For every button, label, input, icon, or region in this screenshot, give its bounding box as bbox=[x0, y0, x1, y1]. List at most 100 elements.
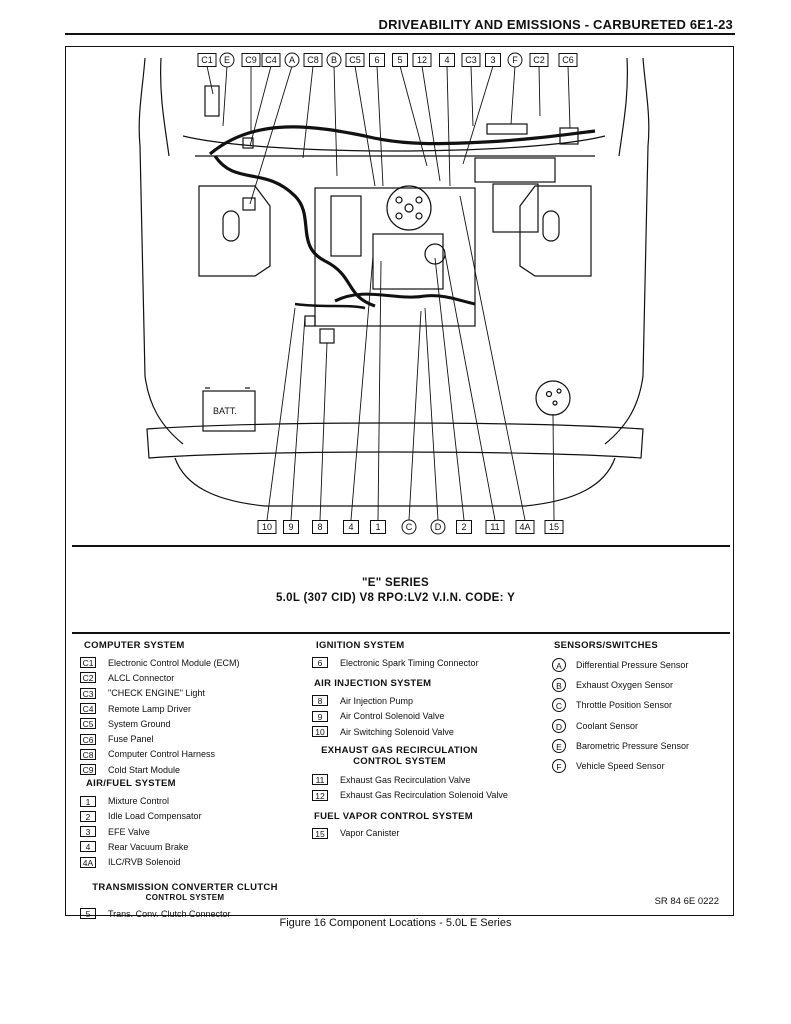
figure-frame bbox=[65, 46, 734, 916]
legend-code: C6 bbox=[80, 733, 96, 745]
legend-text: Exhaust Gas Recirculation Solenoid Valve bbox=[340, 790, 508, 801]
legend-text: EFE Valve bbox=[108, 826, 150, 837]
top-callout-box bbox=[326, 52, 342, 68]
air-injection-heading: AIR INJECTION SYSTEM bbox=[314, 678, 432, 690]
legend-code: F bbox=[552, 759, 566, 774]
reference-code: SR 84 6E 0222 bbox=[654, 896, 719, 907]
bottom-callout-box bbox=[312, 520, 328, 534]
bottom-callout-label: 9 bbox=[288, 522, 293, 532]
bottom-callout-box bbox=[430, 519, 446, 535]
top-callout-box bbox=[461, 53, 481, 67]
legend-text: Air Control Solenoid Valve bbox=[340, 711, 445, 722]
bottom-callout-box bbox=[401, 519, 417, 535]
legend-text: Fuse Panel bbox=[108, 734, 154, 745]
legend-code: 8 bbox=[312, 695, 328, 707]
top-callout-box bbox=[392, 53, 408, 67]
computer-item: C3"CHECK ENGINE" Light bbox=[80, 686, 300, 701]
battery bbox=[202, 390, 256, 432]
top-callout-label: C5 bbox=[349, 55, 361, 65]
legend-code: D bbox=[552, 718, 566, 733]
legend-code: C8 bbox=[80, 748, 96, 760]
top-callout-box bbox=[558, 53, 578, 67]
right-fender bbox=[604, 57, 650, 445]
bottom-callout-box bbox=[343, 520, 359, 534]
egr-heading-2: CONTROL SYSTEM bbox=[353, 756, 446, 768]
tcc-heading-2: CONTROL SYSTEM bbox=[145, 892, 225, 902]
legend-code: 1 bbox=[80, 795, 96, 807]
wiring-harness bbox=[208, 125, 596, 156]
bottom-callout-label: 15 bbox=[549, 522, 559, 532]
legend-code: 10 bbox=[312, 726, 328, 738]
top-callout-label: C2 bbox=[533, 55, 545, 65]
air-cleaner bbox=[386, 185, 432, 231]
legend-text: Cold Start Module bbox=[108, 764, 181, 775]
top-callout-label: F bbox=[512, 55, 518, 65]
tcc-heading: TRANSMISSION CONVERTER CLUTCH bbox=[92, 881, 278, 893]
legend-text: Mixture Control bbox=[108, 796, 170, 807]
legend-text: Exhaust Oxygen Sensor bbox=[576, 680, 674, 691]
top-callout-label: A bbox=[289, 55, 295, 65]
legend-code: 12 bbox=[312, 789, 328, 801]
legend-code: A bbox=[552, 658, 566, 673]
top-callout-box bbox=[345, 53, 365, 67]
bottom-callout-box bbox=[257, 520, 277, 534]
top-callout-label: 6 bbox=[374, 55, 379, 65]
tcc-item: 5 Trans. Conv. Clutch Connector bbox=[80, 906, 300, 921]
top-callout-box bbox=[439, 53, 455, 67]
legend-text: Trans. Conv. Clutch Connector bbox=[108, 908, 231, 919]
top-callout-label: C1 bbox=[201, 55, 213, 65]
ignition-system-heading: IGNITION SYSTEM bbox=[316, 640, 405, 651]
top-callout-label: E bbox=[224, 55, 230, 65]
carburetor bbox=[372, 233, 444, 290]
legend-text: Rear Vacuum Brake bbox=[108, 841, 189, 852]
egr-item: 12 Exhaust Gas Recirculation Solenoid Val… bbox=[312, 787, 542, 802]
top-callout-label: C3 bbox=[465, 55, 477, 65]
top-callout-box bbox=[369, 53, 385, 67]
sensors-heading: SENSORS/SWITCHES bbox=[554, 640, 659, 651]
legend-code: 4 bbox=[80, 841, 96, 853]
bottom-callout-label: D bbox=[435, 522, 442, 532]
bottom-callout-label: C bbox=[406, 522, 413, 532]
left-fender bbox=[138, 57, 184, 445]
engine-block bbox=[314, 187, 476, 327]
legend-code: C1 bbox=[80, 657, 96, 669]
top-callout-box bbox=[507, 52, 523, 68]
legend-text: Exhaust Gas Recirculation Valve bbox=[340, 774, 471, 785]
legend-code: 3 bbox=[80, 826, 96, 838]
top-callout-label: 12 bbox=[417, 55, 427, 65]
legend-text: System Ground bbox=[108, 718, 171, 729]
bottom-callout-label: 1 bbox=[375, 522, 380, 532]
series-spec: 5.0L (307 CID) V8 RPO:LV2 V.I.N. CODE: Y bbox=[275, 592, 516, 604]
top-callout-label: 5 bbox=[397, 55, 402, 65]
top-callout-box bbox=[485, 53, 501, 67]
series-rule-bottom bbox=[72, 632, 730, 634]
legend-text: Electronic Control Module (ECM) bbox=[108, 657, 240, 668]
legend-text: ILC/RVB Solenoid bbox=[108, 857, 181, 868]
top-callout-label: 3 bbox=[490, 55, 495, 65]
right-wheel-opening bbox=[542, 210, 560, 242]
top-callout-label: C9 bbox=[245, 55, 257, 65]
computer-system-heading: COMPUTER SYSTEM bbox=[84, 640, 185, 651]
legend-code: C2 bbox=[80, 672, 96, 684]
top-callout-label: B bbox=[331, 55, 337, 65]
legend-code: 5 bbox=[80, 908, 96, 919]
legend-text: Electronic Spark Timing Connector bbox=[340, 657, 479, 668]
